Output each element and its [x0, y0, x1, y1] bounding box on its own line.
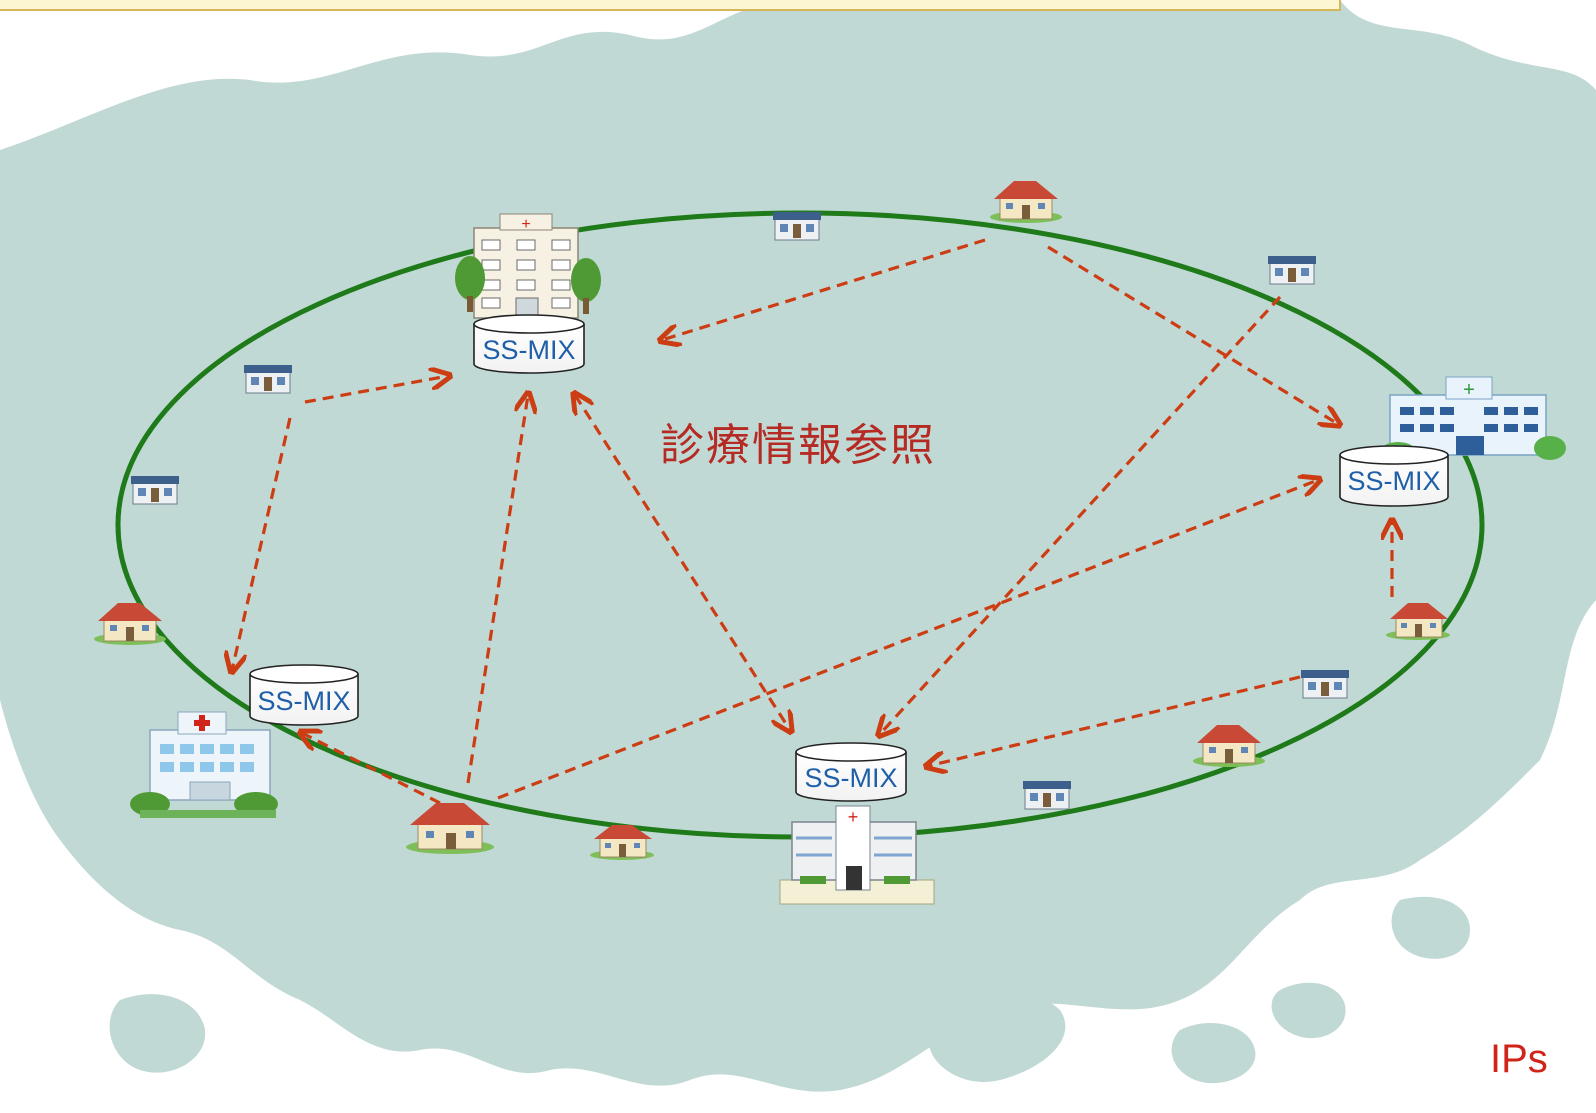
arrow-6: [466, 395, 528, 784]
clinic-2: [94, 603, 166, 645]
database-north: SS-MIX: [473, 314, 585, 374]
database-south: SS-MIX: [795, 742, 907, 802]
shop-6: [1023, 781, 1071, 810]
diagram-title: 診療情報参照: [660, 420, 936, 471]
shop-2: [1268, 256, 1316, 285]
arrow-3: [880, 295, 1282, 734]
arrow-1: [662, 238, 986, 340]
arrows: [232, 238, 1392, 805]
hospital-east: +: [1380, 376, 1566, 462]
svg-text:+: +: [1463, 379, 1475, 401]
clinic-3: [1386, 603, 1450, 640]
clinic-1: [990, 181, 1062, 223]
database-label: SS-MIX: [257, 686, 350, 716]
svg-text:+: +: [848, 807, 859, 827]
clinic-6: [590, 825, 654, 860]
hospital-south: +: [779, 805, 935, 905]
shop-3: [244, 365, 292, 394]
arrow-7: [302, 733, 441, 805]
database-label: SS-MIX: [804, 763, 897, 793]
database-southwest: SS-MIX: [249, 664, 359, 726]
header-bar: [0, 0, 1341, 11]
database-east: SS-MIX: [1339, 445, 1449, 507]
arrow-11: [575, 395, 790, 730]
svg-text:+: +: [521, 216, 530, 233]
arrow-2: [1047, 245, 1338, 424]
shop-1: [773, 212, 821, 241]
clinic-4: [1193, 725, 1265, 767]
clinic-5: [406, 803, 494, 854]
shop-4: [131, 476, 179, 505]
database-label: SS-MIX: [1347, 466, 1440, 496]
brand-logo: IPs: [1490, 1037, 1548, 1081]
arrow-4: [304, 376, 448, 404]
arrow-5: [232, 417, 292, 670]
arrow-8: [497, 480, 1318, 800]
arrow-10: [928, 675, 1301, 766]
shop-5: [1301, 670, 1349, 699]
database-label: SS-MIX: [482, 335, 575, 365]
hospital-southwest: [130, 711, 278, 818]
hospital-north: +: [455, 213, 601, 319]
